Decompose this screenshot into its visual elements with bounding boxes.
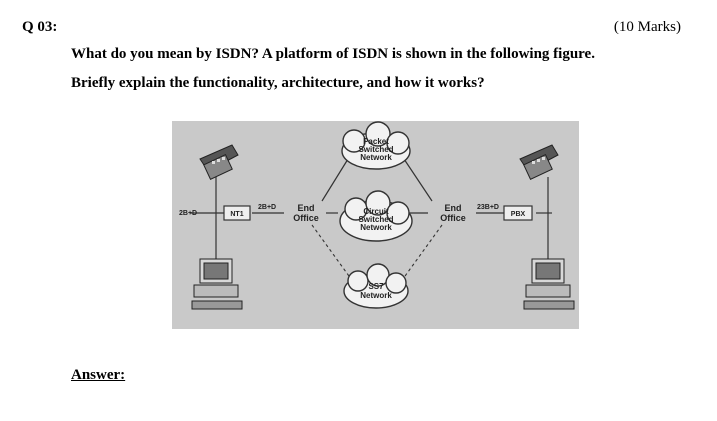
circuit-network-cloud [339, 190, 413, 242]
question-text-line-2: Briefly explain the functionality, archi… [71, 75, 485, 91]
ss7-network-label-2: Network [360, 291, 392, 300]
phone-icon-left [199, 144, 239, 180]
nt1-box [223, 205, 251, 221]
end-office-left-label-2: Office [293, 213, 319, 223]
packet-network-label-2: Switched [358, 145, 393, 154]
circuit-network-label-1: Circuit [363, 207, 389, 216]
packet-network-label-3: Network [360, 153, 392, 162]
ss7-network-label-1: SS7 [368, 282, 384, 291]
end-office-left-label-1: End [298, 203, 315, 213]
end-office-right-label-2: Office [440, 213, 466, 223]
packet-network-label-1: Packet [363, 137, 389, 146]
end-office-right-label-1: End [445, 203, 462, 213]
phone-icon-right [519, 144, 559, 180]
answer-label: Answer: [71, 367, 126, 383]
packet-network-cloud [341, 121, 411, 170]
ss7-network-cloud [343, 263, 409, 309]
link-left-outer-label: 2B+D [179, 210, 197, 217]
circuit-network-label-2: Switched [358, 215, 393, 224]
circuit-network-label-3: Network [360, 223, 392, 232]
pbx-box [503, 205, 533, 221]
question-number: Q 03: [22, 19, 58, 35]
link-right-label: 23B+D [477, 204, 499, 211]
question-marks: (10 Marks) [613, 19, 681, 35]
link-left-inner-label: 2B+D [258, 204, 276, 211]
computer-icon-left [191, 258, 243, 310]
isdn-platform-figure: Packet Switched Network Circuit Switched… [172, 121, 579, 329]
pbx-label: PBX [511, 211, 526, 218]
nt1-label: NT1 [230, 211, 243, 218]
computer-icon-right [523, 258, 575, 310]
question-text-line-1: What do you mean by ISDN? A platform of … [71, 46, 595, 62]
